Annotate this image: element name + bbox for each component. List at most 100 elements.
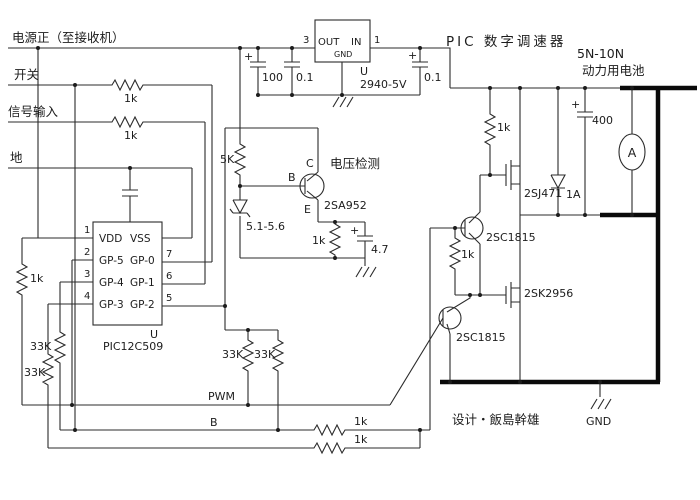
resistor-33k-c-value: 33K [222, 348, 244, 361]
resistor-pullup-1k [16, 261, 28, 299]
resistor-33k-c [242, 337, 254, 375]
resistor-switch-1k [109, 79, 147, 91]
gnd-label: GND [586, 415, 611, 428]
motor-label: A [628, 145, 637, 160]
terminal-label-switch: 开关 [14, 67, 39, 82]
page-title: PIC 数字调速器 [446, 34, 566, 50]
resistor-gate-1k [484, 111, 496, 149]
circuit-wires [8, 47, 633, 449]
transistor-2sc1815-lower [438, 306, 462, 330]
ground-symbol-detector [355, 266, 377, 278]
ic-pin4-num: 4 [84, 291, 90, 302]
junction-dots [36, 46, 634, 432]
resistor-5k [234, 141, 246, 179]
resistor-33k-b-value: 33K [24, 366, 46, 379]
capacitor-0.1uF-a [284, 61, 300, 68]
voltage-detect-label: 电压检测 [330, 156, 380, 171]
ic-pin7-num: 7 [166, 249, 172, 260]
cap-100-value: 100 [262, 71, 283, 84]
q1-c-label: C [306, 157, 314, 170]
terminal-label-power: 电源正（至接收机） [12, 30, 125, 45]
plus-cap400: + [571, 98, 580, 111]
b-line-label: B [210, 416, 218, 429]
pwm-line-label: PWM [208, 390, 235, 403]
zener-diode-5v [229, 199, 251, 218]
resistor-signal-1k [109, 116, 147, 128]
regulator-out-label: OUT [318, 37, 340, 48]
ic-pic12c509-box [92, 221, 163, 326]
cap-01a-value: 0.1 [296, 71, 314, 84]
battery-rails [440, 85, 697, 385]
resistor-pullup-value: 1k [30, 272, 44, 285]
mosfet-2sj471 [505, 160, 520, 190]
q1-e-label: E [304, 203, 311, 216]
ic-pin-vss: VSS [130, 233, 151, 245]
capacitor-400uF [577, 111, 593, 118]
q5-part-label: 2SC1815 [456, 331, 506, 344]
transistor-2sa952 [299, 173, 325, 199]
resistor-33k-d-value: 33K [254, 348, 276, 361]
regulator-pin1: 1 [374, 35, 380, 46]
diode-1a [550, 174, 566, 190]
diode-value: 1A [566, 188, 581, 201]
ic-pin-gp1: GP-1 [130, 277, 155, 289]
transistor-2sc1815-upper [460, 216, 484, 240]
motor-symbol [618, 133, 646, 171]
resistor-switch-value: 1k [124, 92, 138, 105]
cap-47-value: 4.7 [371, 243, 389, 256]
plus-cap47: + [350, 224, 359, 237]
resistor-mid-1k [449, 235, 461, 273]
ic-pin-gp0: GP-0 [130, 255, 155, 267]
terminal-label-signal: 信号输入 [8, 104, 59, 119]
regulator-gnd-label: GND [334, 50, 352, 59]
resistor-lineb2-value: 1k [354, 433, 368, 446]
resistor-detect-1k [329, 221, 341, 259]
battery-name: 动力用电池 [582, 63, 645, 78]
ic-ref: U [150, 328, 158, 341]
designer-credit: 设计・飯島幹雄 [452, 412, 540, 427]
resistor-lineb1-1k [311, 424, 349, 436]
terminal-label-ground: 地 [10, 150, 23, 165]
resistor-gate-value: 1k [497, 121, 511, 134]
resistor-33k-a-value: 33K [30, 340, 52, 353]
cap-400-value: 400 [592, 114, 613, 127]
ic-pin3-num: 3 [84, 269, 90, 280]
ground-symbol-battery [590, 398, 612, 410]
ic-part: PIC12C509 [103, 340, 163, 353]
voltage-regulator-2940 [314, 19, 371, 63]
battery-model: 5N-10N [577, 46, 624, 61]
q2-part-label: 2SC1815 [486, 231, 536, 244]
plus-cap01b: + [408, 49, 417, 62]
resistor-lineb1-value: 1k [354, 415, 368, 428]
resistor-mid-value: 1k [461, 248, 475, 261]
ic-pin-vdd: VDD [99, 233, 122, 245]
plus-cap100: + [244, 50, 253, 63]
ic-pin1-num: 1 [84, 225, 90, 236]
resistor-5k-value: 5K [220, 153, 235, 166]
labels: 电源正（至接收机） 开关 信号输入 地 1k 1k + 100 0.1 + 0.… [8, 30, 645, 446]
q1-part-label: 2SA952 [324, 199, 367, 212]
ic-pin5-num: 5 [166, 293, 172, 304]
resistor-signal-value: 1k [124, 129, 138, 142]
capacitor-0.1uF-b [412, 61, 428, 68]
ic-pin-gp4: GP-4 [99, 277, 124, 289]
ground-symbol-regulator [332, 96, 354, 108]
q1-b-label: B [288, 171, 296, 184]
regulator-in-label: IN [351, 37, 361, 48]
ic-pin2-num: 2 [84, 247, 90, 258]
ic-pin-gp3: GP-3 [99, 299, 124, 311]
regulator-pin3: 3 [303, 35, 309, 46]
capacitor-decoupling-0.1uF [122, 189, 138, 197]
resistor-33k-a [54, 329, 66, 367]
regulator-part: 2940-5V [360, 78, 407, 91]
cap-01b-value: 0.1 [424, 71, 442, 84]
q4-part-label: 2SK2956 [524, 287, 573, 300]
q3-part-label: 2SJ471 [524, 187, 562, 200]
capacitor-4.7uF [357, 235, 373, 242]
components [16, 19, 646, 454]
mosfet-2sk2956 [505, 282, 520, 308]
ic-pin-gp2: GP-2 [130, 299, 155, 311]
resistor-detect-value: 1k [312, 234, 326, 247]
